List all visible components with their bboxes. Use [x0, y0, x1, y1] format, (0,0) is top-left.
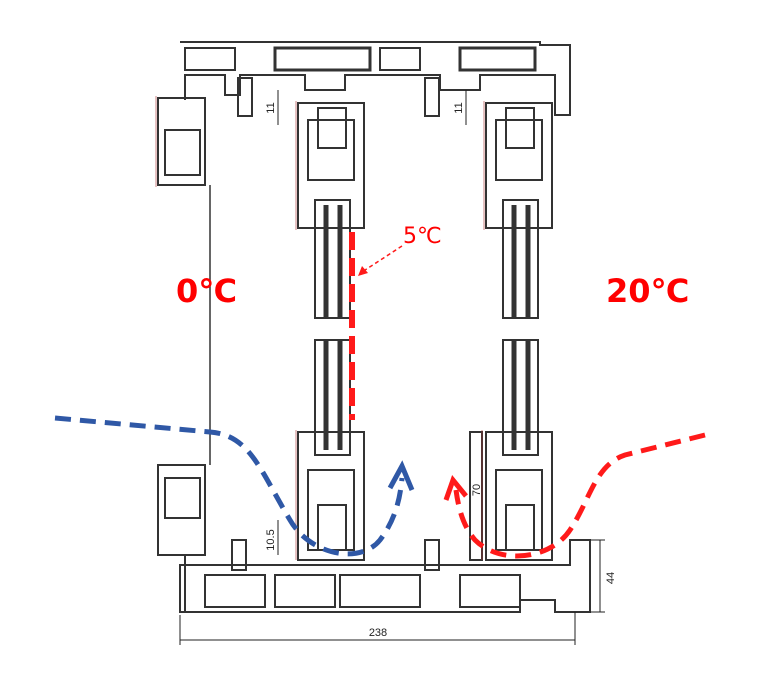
glass-temp-pointer: [361, 245, 403, 273]
frame-profile: [157, 41, 591, 613]
left-jamb-bottom: [157, 464, 206, 556]
warm-air-flow-path: [453, 432, 706, 559]
dimension-bottom-gap: 10.5: [265, 529, 277, 550]
indoor-temperature-label: 20℃: [606, 272, 690, 310]
dimension-total-width: 238: [369, 627, 387, 639]
outdoor-temperature-label: 0℃: [176, 272, 238, 310]
right-sash: [469, 102, 553, 561]
dimension-frame-height: 44: [605, 572, 617, 584]
left-jamb-top: [157, 97, 206, 186]
bottom-frame: [179, 539, 591, 613]
cold-air-flow-path: [54, 415, 405, 557]
pointer-arrowhead-icon: [358, 266, 368, 276]
glass-temperature-label: 5℃: [403, 224, 442, 249]
warm-flow-arrowhead-icon: [443, 474, 468, 501]
dimension-top-gap-left: 11: [265, 102, 277, 113]
cold-flow-arrowhead-icon: [387, 460, 415, 491]
dimension-lines: [179, 90, 605, 645]
left-sash: [297, 102, 365, 561]
dimension-sash-offset: 70: [471, 484, 483, 496]
top-frame: [180, 41, 571, 116]
dimension-top-gap-right: 11: [453, 102, 465, 113]
